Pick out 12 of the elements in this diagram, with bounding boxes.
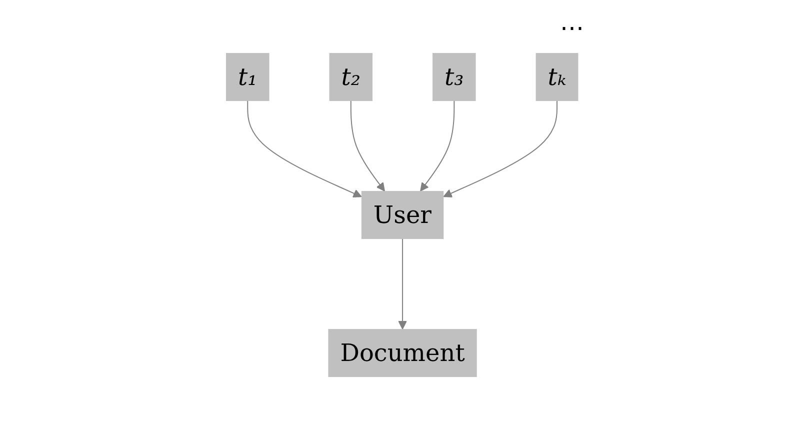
node-box: t₃	[432, 53, 476, 101]
node-box: t₂	[330, 53, 373, 101]
node-box: tₖ	[536, 53, 579, 101]
arrow	[398, 238, 408, 330]
node-box: User	[362, 191, 444, 239]
node-box: t₁	[226, 53, 270, 101]
ellipsis-text: ⋯	[560, 14, 584, 42]
node-box: Document	[328, 329, 478, 377]
arrow	[420, 100, 456, 192]
arrow	[444, 100, 558, 198]
arrow	[350, 100, 386, 192]
arrow	[248, 100, 362, 198]
